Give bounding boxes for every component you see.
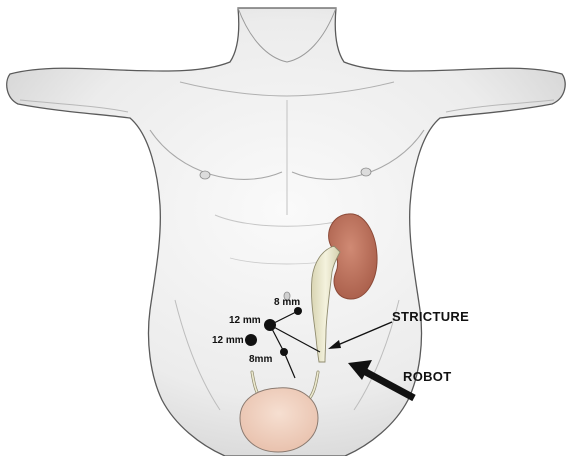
label-stricture: STRICTURE [392,309,469,324]
nipple-left [200,171,210,179]
label-12mm-assist: 12 mm [212,335,244,346]
port-8mm-lower [280,348,288,356]
label-8mm-upper: 8 mm [274,297,300,308]
label-12mm-camera: 12 mm [229,315,261,326]
label-8mm-lower: 8mm [249,354,272,365]
port-12mm-assist [245,334,257,346]
port-8mm-upper [294,307,302,315]
nipple-right [361,168,371,176]
port-12mm-camera [264,319,276,331]
label-robot: ROBOT [403,369,451,384]
